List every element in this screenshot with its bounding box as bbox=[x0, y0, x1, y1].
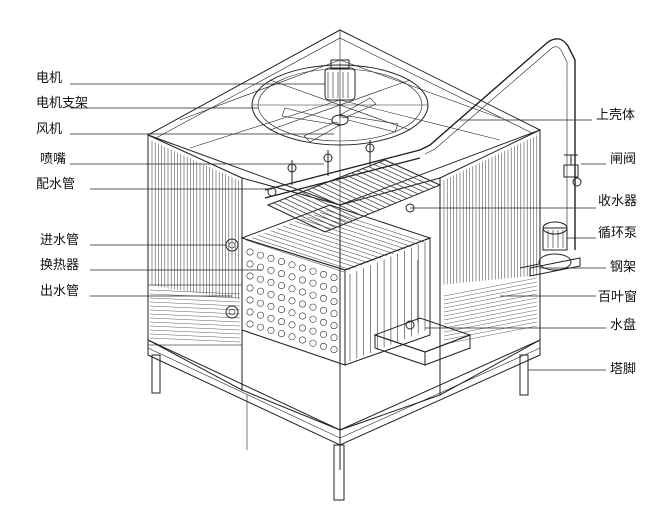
gate-valve bbox=[563, 154, 582, 187]
label-tower-legs: 塔脚 bbox=[610, 362, 637, 377]
label-outlet-pipe: 出水管 bbox=[40, 284, 80, 299]
steel-frame-base bbox=[147, 339, 541, 446]
tower-legs bbox=[151, 354, 529, 501]
nozzles bbox=[267, 143, 415, 213]
label-heat-exchanger: 换热器 bbox=[40, 258, 80, 273]
heat-exchanger bbox=[240, 204, 432, 366]
label-distribution-pipe: 配水管 bbox=[36, 177, 76, 192]
label-motor-bracket: 电机支架 bbox=[36, 96, 89, 111]
label-steel-frame: 钢架 bbox=[610, 260, 637, 275]
fan bbox=[281, 97, 399, 143]
label-circulation-pump: 循环泵 bbox=[598, 226, 638, 241]
label-gate-valve: 闸阀 bbox=[610, 152, 637, 167]
label-upper-shell: 上壳体 bbox=[596, 108, 636, 123]
label-drift-eliminator: 收水器 bbox=[598, 194, 638, 209]
circulation-pump bbox=[519, 221, 581, 277]
label-fan: 风机 bbox=[36, 122, 63, 137]
label-motor: 电机 bbox=[36, 71, 63, 86]
label-louver: 百叶窗 bbox=[598, 290, 638, 305]
left-louver-panel bbox=[147, 134, 243, 391]
label-inlet-pipe: 进水管 bbox=[40, 233, 80, 248]
right-louver-panel bbox=[439, 129, 541, 396]
outlet-pipe bbox=[225, 305, 239, 319]
leader-lines bbox=[70, 83, 606, 371]
front-frame bbox=[241, 177, 441, 470]
drift-eliminator bbox=[266, 159, 442, 233]
label-water-basin: 水盘 bbox=[610, 318, 637, 333]
water-basin bbox=[373, 260, 472, 366]
label-nozzle: 喷嘴 bbox=[40, 152, 67, 167]
external-pipe bbox=[419, 38, 576, 250]
